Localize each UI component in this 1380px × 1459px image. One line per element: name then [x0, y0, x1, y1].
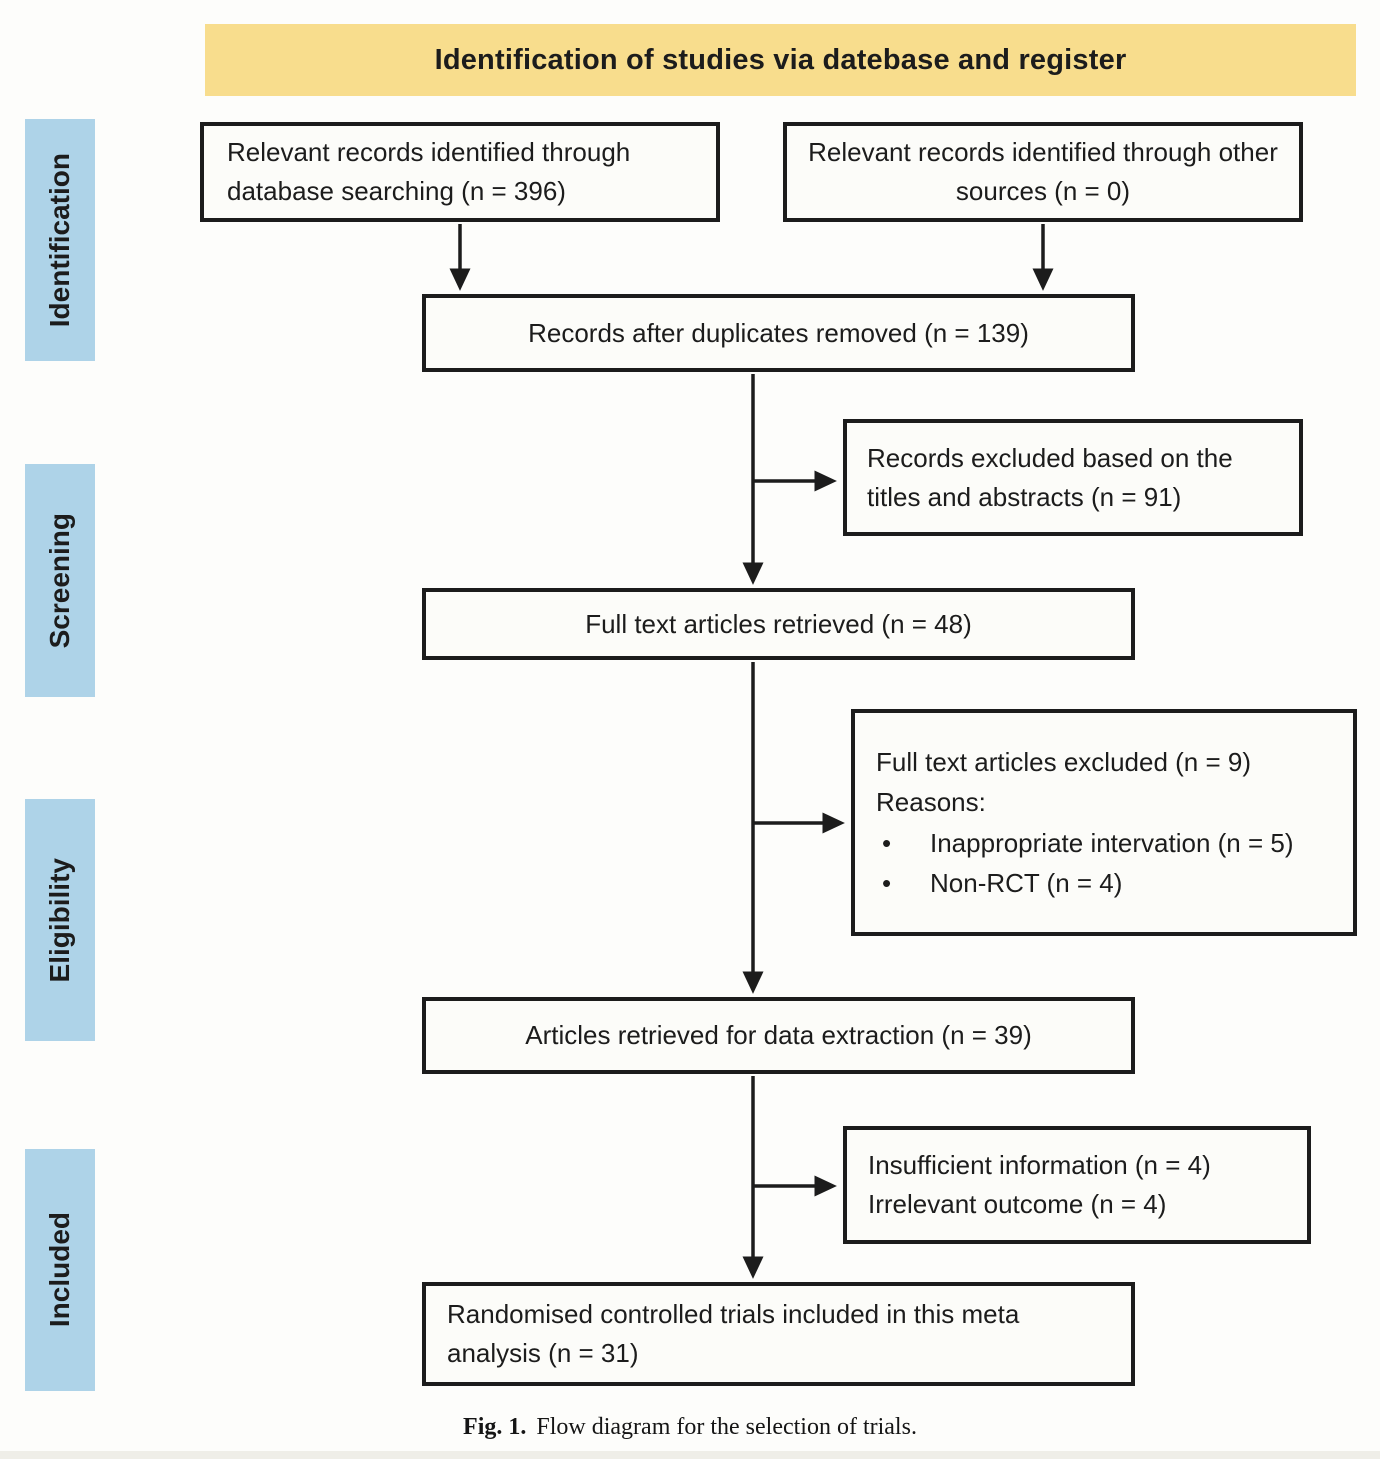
box-text: Relevant records identified through data…: [227, 137, 631, 206]
reason-item: Non-RCT (n = 4): [876, 863, 1337, 903]
box-text: Full text articles retrieved (n = 48): [585, 608, 972, 639]
box-data-extraction: Articles retrieved for data extraction (…: [422, 997, 1135, 1074]
exclusion-title: Full text articles excluded (n = 9): [876, 746, 1251, 777]
stage-label-identification: Identification: [25, 119, 95, 361]
box-text: Articles retrieved for data extraction (…: [525, 1020, 1032, 1050]
bullet-icon: [876, 863, 930, 903]
figure-number: Fig. 1.: [463, 1414, 527, 1440]
box-full-text-excluded: Full text articles excluded (n = 9) Reas…: [851, 709, 1357, 936]
reasons-label: Reasons:: [876, 787, 986, 818]
box-text: Records after duplicates removed (n = 13…: [528, 317, 1029, 348]
box-duplicates-removed: Records after duplicates removed (n = 13…: [422, 294, 1135, 372]
stage-label-included: Included: [25, 1149, 95, 1391]
box-records-excluded: Records excluded based on the titles and…: [843, 419, 1303, 536]
stage-label-eligibility: Eligibility: [25, 799, 95, 1041]
stage-label-screening: Screening: [25, 464, 95, 697]
figure-caption-text: Flow diagram for the selection of trials…: [536, 1414, 917, 1440]
stage-label-text: Included: [44, 1212, 75, 1328]
box-full-text-retrieved: Full text articles retrieved (n = 48): [422, 588, 1135, 660]
box-other-sources: Relevant records identified through othe…: [783, 122, 1303, 222]
reason-text: Inappropriate intervation (n = 5): [930, 827, 1294, 858]
bottom-strip: [0, 1451, 1380, 1459]
exclusion-line: Insufficient information (n = 4): [868, 1150, 1211, 1180]
box-further-excluded: Insufficient information (n = 4) Irrelev…: [843, 1126, 1311, 1244]
box-included-trials: Randomised controlled trials included in…: [422, 1282, 1135, 1386]
stage-label-text: Screening: [44, 512, 75, 649]
box-database-search: Relevant records identified through data…: [200, 122, 720, 222]
stage-label-text: Eligibility: [44, 857, 75, 983]
banner-title: Identification of studies via datebase a…: [434, 43, 1127, 76]
reason-item: Inappropriate intervation (n = 5): [876, 823, 1337, 863]
stage-label-text: Identification: [44, 152, 75, 328]
bullet-icon: [876, 823, 930, 863]
box-text: Randomised controlled trials included in…: [447, 1299, 1020, 1368]
exclusion-line: Irrelevant outcome (n = 4): [868, 1189, 1167, 1219]
banner: Identification of studies via datebase a…: [205, 24, 1356, 96]
figure-caption: Fig. 1. Flow diagram for the selection of…: [0, 1414, 1380, 1441]
reason-text: Non-RCT (n = 4): [930, 867, 1123, 898]
box-text: Relevant records identified through othe…: [808, 137, 1278, 206]
box-text: Records excluded based on the titles and…: [867, 442, 1233, 512]
